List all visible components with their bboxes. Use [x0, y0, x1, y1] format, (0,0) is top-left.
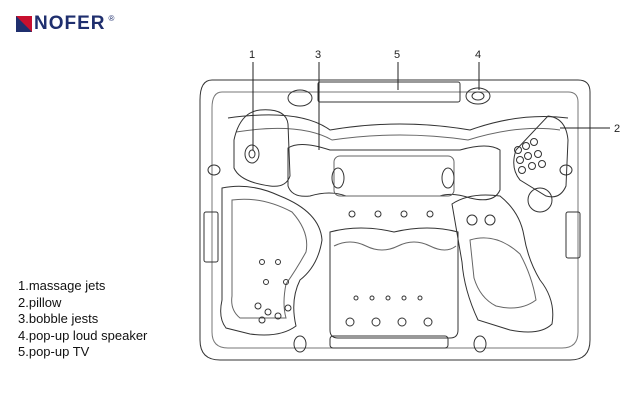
center-footwell — [329, 227, 459, 339]
legend-item-pillow: 2.pillow — [18, 294, 62, 310]
left-massage-jet — [244, 144, 260, 164]
right-seat — [451, 194, 554, 333]
pop-up-speaker — [465, 87, 491, 105]
center-footwell-jets — [345, 210, 434, 327]
center-right-grab — [441, 167, 455, 189]
left-rim-speaker — [287, 89, 313, 107]
center-wave-line — [333, 241, 457, 251]
legend-item-pop-up-tv: 5.pop-up TV — [18, 344, 90, 359]
left-corner-fixture — [207, 164, 221, 176]
top-coping — [227, 114, 569, 131]
brand-registered-mark: ® — [108, 14, 115, 23]
feature-legend: 1.massage jets 2.pillow 3.bobble jests 4… — [18, 278, 147, 361]
right-filter-cap — [527, 187, 553, 213]
right-side-control — [565, 211, 581, 259]
left-lounger-inner — [231, 198, 308, 319]
legend-item-bobble-jets: 3.bobble jests — [18, 311, 99, 326]
center-back-seat — [287, 144, 501, 201]
pop-up-tv-housing — [317, 81, 461, 103]
callout-1-number: 1 — [249, 49, 255, 61]
left-side-control — [203, 211, 219, 263]
center-seat-cushion — [333, 155, 455, 197]
callout-2-number: 2 — [614, 123, 620, 135]
tub-inner-rim — [211, 91, 579, 349]
callout-5-number: 5 — [394, 49, 400, 61]
brand-mark-icon — [16, 15, 32, 32]
bottom-step — [329, 335, 449, 349]
right-seat-inner — [469, 237, 537, 309]
right-seat-jets — [466, 214, 496, 226]
right-corner-fixture — [559, 164, 573, 176]
callout-3-number: 3 — [315, 49, 321, 61]
left-lounger-jets — [254, 259, 292, 324]
left-pillow — [233, 109, 291, 187]
center-left-grab — [331, 167, 345, 189]
legend-item-massage-jets: 1.massage jets — [18, 278, 106, 293]
brand-name: NOFER — [34, 13, 106, 34]
top-coping-inner — [235, 127, 561, 141]
legend-item-pop-up-speaker: 4.pop-up loud speaker — [18, 327, 148, 343]
tub-outer-shell — [199, 79, 591, 361]
pop-up-speaker-core — [471, 91, 485, 101]
left-massage-jet-core — [248, 149, 256, 159]
right-bottom-drain — [473, 335, 487, 353]
right-pillow — [513, 115, 569, 198]
left-bottom-drain — [293, 335, 307, 353]
right-jet-cluster — [514, 138, 546, 174]
callout-4-number: 4 — [475, 49, 481, 61]
left-lounger — [220, 185, 323, 336]
brand-logo: NOFER ® — [16, 14, 114, 33]
